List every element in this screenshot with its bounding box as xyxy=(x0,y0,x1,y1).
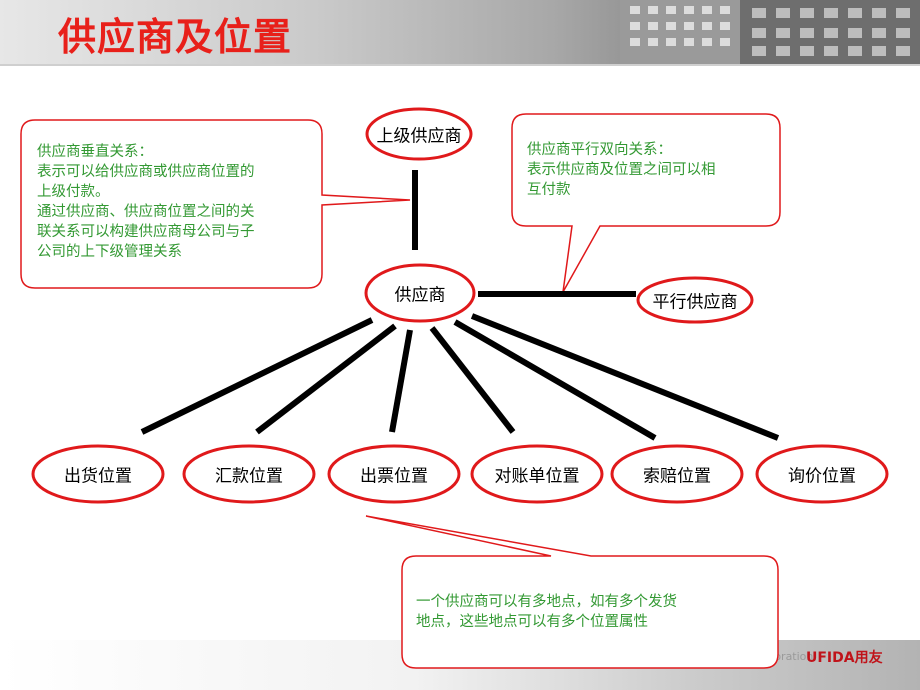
callout-parallel-shape xyxy=(511,113,781,293)
callout-multi-location-text: 一个供应商可以有多地点，如有多个发货 地点，这些地点可以有多个位置属性 xyxy=(416,592,677,632)
footer-logo: UFIDA用友 xyxy=(806,650,883,666)
location-label-inquiry: 询价位置 xyxy=(788,466,856,487)
location-label-invoice: 出票位置 xyxy=(360,466,428,487)
callout-vertical-line: 表示可以给供应商或供应商位置的 xyxy=(37,164,255,180)
connector-location-3 xyxy=(389,329,413,433)
location-ellipse-3 xyxy=(327,444,461,504)
callout-parallel-line: 互付款 xyxy=(527,182,571,198)
parent-supplier-label: 上级供应商 xyxy=(376,126,462,147)
header-divider xyxy=(0,64,920,66)
location-ellipse-4 xyxy=(470,444,604,504)
connector-location-5 xyxy=(453,319,657,441)
page-title: 供应商及位置 xyxy=(58,15,293,59)
callout-vertical-line: 供应商垂直关系： xyxy=(37,144,153,160)
location-ellipse-2 xyxy=(182,444,316,504)
connector-location-1 xyxy=(140,317,374,435)
location-label-shipping: 出货位置 xyxy=(64,466,132,487)
supplier-label: 供应商 xyxy=(394,285,446,306)
building-image xyxy=(620,0,920,64)
header-bar: 供应商及位置 xyxy=(0,0,920,64)
location-label-remittance: 汇款位置 xyxy=(215,466,283,487)
parallel-supplier-label: 平行供应商 xyxy=(652,292,738,313)
callout-vertical-line: 公司的上下级管理关系 xyxy=(37,244,182,260)
location-label-statement: 对账单位置 xyxy=(494,466,580,487)
callout-multi-location-shape xyxy=(365,515,779,669)
callout-vertical-line: 联关系可以构建供应商母公司与子 xyxy=(37,224,255,240)
callout-vertical-text: 供应商垂直关系： 表示可以给供应商或供应商位置的 上级付款。 通过供应商、供应商… xyxy=(37,142,255,262)
callout-vertical-line: 通过供应商、供应商位置之间的关 xyxy=(37,204,255,220)
connector-location-2 xyxy=(255,323,397,435)
callout-multi-location-line: 一个供应商可以有多地点，如有多个发货 xyxy=(416,594,677,610)
parallel-supplier-ellipse xyxy=(636,276,754,324)
callout-parallel-line: 表示供应商及位置之间可以相 xyxy=(527,162,716,178)
parent-supplier-ellipse xyxy=(365,107,473,161)
location-ellipse-1 xyxy=(31,444,165,504)
callout-vertical-shape xyxy=(20,119,411,289)
supplier-ellipse xyxy=(364,263,476,323)
callout-parallel-line: 供应商平行双向关系： xyxy=(527,142,672,158)
connector-location-4 xyxy=(429,326,516,434)
location-ellipse-6 xyxy=(755,444,889,504)
callout-vertical-line: 上级付款。 xyxy=(37,184,110,200)
location-label-claim: 索赔位置 xyxy=(643,466,711,487)
location-ellipse-5 xyxy=(610,444,744,504)
callout-parallel-text: 供应商平行双向关系： 表示供应商及位置之间可以相 互付款 xyxy=(527,140,716,200)
callout-multi-location-line: 地点，这些地点可以有多个位置属性 xyxy=(416,614,648,630)
connector-location-6 xyxy=(470,313,780,441)
